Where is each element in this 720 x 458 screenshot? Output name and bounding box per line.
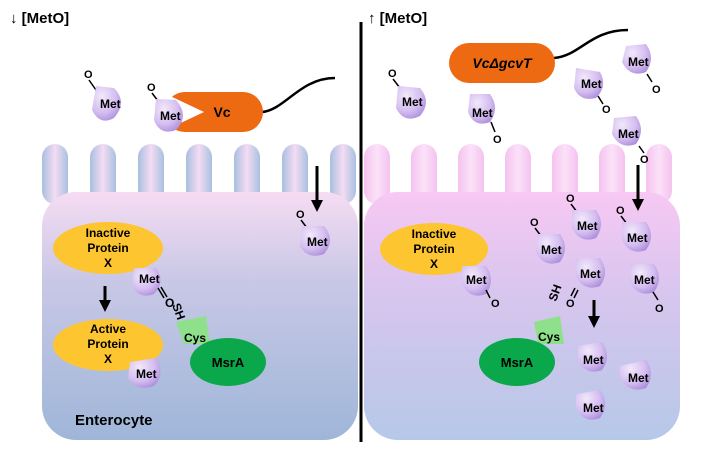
svg-text:O: O	[296, 209, 305, 221]
svg-text:O: O	[652, 84, 661, 96]
svg-text:Met: Met	[139, 272, 160, 286]
left-cys-shape	[176, 316, 210, 344]
right-sh-label: SH	[546, 283, 565, 303]
met-oxidized-r4: Met O	[622, 44, 661, 96]
svg-text:O: O	[655, 303, 664, 315]
svg-text:Met: Met	[307, 235, 328, 249]
svg-text:Met: Met	[583, 401, 604, 415]
svg-text:X: X	[104, 256, 112, 270]
svg-text:Met: Met	[628, 371, 649, 385]
svg-text:O: O	[491, 298, 500, 310]
svg-text:O: O	[84, 69, 93, 81]
left-msra-label: MsrA	[212, 355, 245, 370]
met-reduced-r3: Met	[576, 390, 605, 420]
svg-text:Met: Met	[583, 353, 604, 367]
met-oxidized-r5: Met O	[612, 116, 649, 166]
right-msra-label: MsrA	[501, 355, 534, 370]
met-reduced-r1: Met	[578, 342, 607, 372]
svg-text:Met: Met	[136, 367, 157, 381]
svg-text:O: O	[616, 205, 625, 217]
left-panel: ↓ [MetO] Enterocyte Vc O Met	[10, 10, 358, 440]
right-cys-label: Cys	[538, 330, 560, 344]
vc-gcvt-label: VcΔgcvT	[472, 55, 533, 71]
svg-text:Met: Met	[402, 95, 423, 109]
enterocyte-label: Enterocyte	[75, 412, 153, 429]
right-microvilli	[364, 144, 672, 204]
left-inactive-protein: Inactive Protein X	[53, 222, 163, 274]
svg-text:Met: Met	[581, 77, 602, 91]
svg-text:Protein: Protein	[413, 242, 454, 256]
svg-text:O: O	[530, 217, 539, 229]
svg-text:Met: Met	[541, 243, 562, 257]
left-cys-label: Cys	[184, 331, 206, 345]
met-oxidized-r2: Met O	[468, 94, 502, 146]
left-header: ↓ [MetO]	[10, 10, 69, 27]
svg-text:Met: Met	[634, 273, 655, 287]
left-msra	[190, 338, 266, 386]
svg-text:Met: Met	[577, 219, 598, 233]
met-oxidized-r1: O Met	[388, 68, 426, 119]
vc-gcvt-bacterium: VcΔgcvT	[449, 28, 629, 83]
svg-text:Protein: Protein	[87, 241, 128, 255]
met-reduced-r2: Met	[620, 360, 651, 390]
right-inactive-protein: Inactive Protein X	[380, 223, 488, 275]
svg-text:Inactive: Inactive	[412, 227, 457, 241]
met-oxidized-r8: O Met	[616, 205, 651, 252]
svg-text:Met: Met	[160, 109, 181, 123]
met-oxidized-bound: Met O	[132, 268, 174, 310]
met-oxidized-3: O Met	[296, 209, 330, 256]
met-reduced-1: Met	[128, 358, 161, 388]
met-oxidized-r9: Met O	[566, 258, 605, 310]
left-sh-label: SH	[169, 301, 188, 321]
right-msra	[479, 338, 555, 386]
svg-text:Active: Active	[90, 322, 126, 336]
svg-text:Met: Met	[466, 273, 487, 287]
right-cys-shape	[534, 316, 564, 344]
svg-text:O: O	[147, 82, 156, 94]
svg-text:O: O	[493, 134, 502, 146]
svg-text:X: X	[430, 257, 438, 271]
svg-text:Met: Met	[580, 267, 601, 281]
svg-text:Met: Met	[100, 97, 121, 111]
left-microvilli	[42, 144, 356, 204]
met-oxidized-r7: O Met	[566, 193, 601, 240]
met-oxidized-r-bound: Met O	[462, 266, 500, 310]
left-active-protein: Active Protein X	[53, 319, 163, 371]
met-oxidized-2: O Met	[147, 82, 183, 132]
svg-text:Met: Met	[472, 106, 493, 120]
met-oxidized-r6: O Met	[530, 217, 565, 264]
met-oxidized-1: O Met	[84, 69, 121, 121]
svg-text:O: O	[640, 154, 649, 166]
svg-text:O: O	[566, 298, 575, 310]
vc-bacterium: Vc	[165, 76, 336, 132]
svg-text:O: O	[602, 104, 611, 116]
svg-text:O: O	[165, 296, 174, 310]
svg-text:O: O	[566, 193, 575, 205]
vc-label: Vc	[213, 104, 230, 120]
right-panel: ↑ [MetO] VcΔgcvT O Met Met	[364, 10, 680, 440]
svg-text:Protein: Protein	[87, 337, 128, 351]
met-oxidized-r10: Met O	[630, 264, 664, 315]
svg-text:Met: Met	[627, 231, 648, 245]
svg-text:X: X	[104, 352, 112, 366]
svg-text:Met: Met	[618, 127, 639, 141]
met-oxidized-r3: Met O	[574, 68, 611, 116]
right-header: ↑ [MetO]	[368, 10, 427, 27]
svg-text:Met: Met	[628, 55, 649, 69]
svg-text:O: O	[388, 68, 397, 80]
svg-text:Inactive: Inactive	[86, 226, 131, 240]
